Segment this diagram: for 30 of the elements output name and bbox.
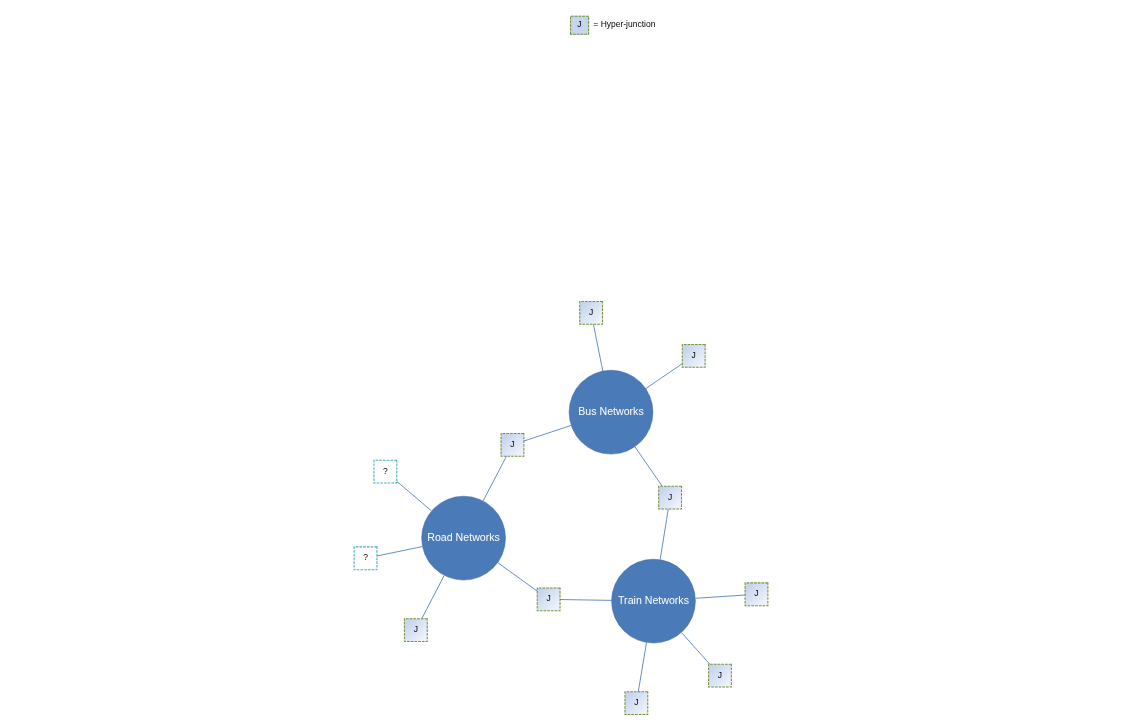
connector <box>681 632 711 665</box>
connector <box>421 575 445 619</box>
connector <box>396 480 432 512</box>
node-box: J <box>708 663 732 688</box>
connector <box>482 455 507 502</box>
node-box: J <box>744 582 769 607</box>
connector <box>645 363 683 389</box>
legend-label: = Hyper-junction <box>593 19 656 30</box>
node-box: ? <box>373 459 398 484</box>
connector <box>634 446 663 487</box>
node-box: J <box>624 691 649 716</box>
connector <box>637 642 647 693</box>
node-circle: Train Networks <box>611 558 696 644</box>
connector <box>659 508 669 561</box>
node-circle: Road Networks <box>421 495 506 581</box>
node-circle: Bus Networks <box>568 370 654 455</box>
label: J <box>577 19 582 30</box>
connector <box>523 425 572 442</box>
connector <box>497 562 538 592</box>
node-box: J <box>403 618 428 642</box>
node-box: J <box>579 300 604 325</box>
node-box: J <box>681 344 706 368</box>
connector <box>593 324 604 372</box>
connector <box>695 594 746 599</box>
node-box: J <box>536 587 561 612</box>
node-box: J <box>658 485 683 510</box>
connector <box>559 599 612 601</box>
node-box: ? <box>353 546 378 571</box>
node-box: J <box>500 432 525 457</box>
connector <box>376 546 423 557</box>
